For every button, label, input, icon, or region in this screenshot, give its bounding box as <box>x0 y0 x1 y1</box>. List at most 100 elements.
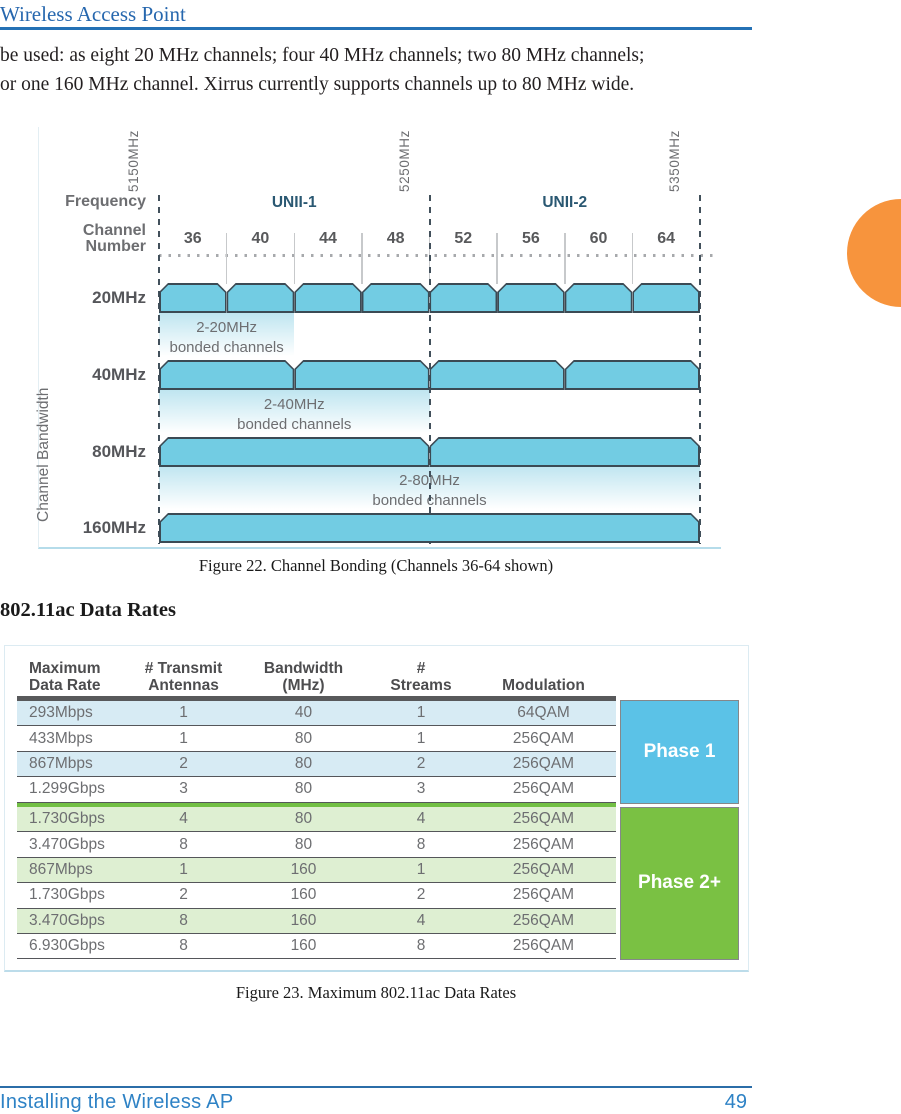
table-row: 867Mbps 2 80 2 256QAM <box>17 751 616 778</box>
channel-axis-dotted-line <box>159 254 715 257</box>
channel-number: 64 <box>657 230 676 247</box>
channel-block <box>159 360 294 390</box>
bonded-channels-area: 2-20MHz bonded channels <box>159 313 295 360</box>
page-edge-tab <box>847 199 901 307</box>
table-cell: 80 <box>294 780 313 798</box>
channel-block-fill <box>296 285 360 312</box>
channel-bandwidth-axis-label: Channel Bandwidth <box>35 387 52 522</box>
table-cell: 256QAM <box>512 835 575 853</box>
footer-section-title: Installing the Wireless AP <box>0 1091 234 1113</box>
channel-block-fill <box>499 285 563 312</box>
unii-band-label: UNII-1 <box>271 194 317 211</box>
table-cell: 8 <box>179 937 188 955</box>
channel-block <box>565 283 633 313</box>
bandwidth-row-label: 40MHz <box>92 365 146 384</box>
column-header: Modulation <box>502 677 585 694</box>
table-cell: 1 <box>179 861 188 879</box>
table-cell: 8 <box>416 937 426 955</box>
footer-rule <box>0 1086 752 1088</box>
section-heading: 802.11ac Data Rates <box>0 599 176 621</box>
channel-number: 60 <box>589 230 608 247</box>
channel-block-fill <box>161 285 225 312</box>
channel-block-fill <box>566 362 698 389</box>
frequency-axis-label: Frequency <box>65 193 146 210</box>
channel-boundary-tick <box>631 233 634 284</box>
channel-block-fill <box>566 285 630 312</box>
table-cell: 256QAM <box>512 754 575 772</box>
bonded-channels-label: 2-40MHz bonded channels <box>237 396 352 433</box>
table-cell: 1.730Gbps <box>29 886 105 904</box>
table-cell: 2 <box>416 754 426 772</box>
channel-number-axis-label: Channel Number <box>82 222 146 255</box>
table-cell: 80 <box>294 810 313 828</box>
channel-block-fill <box>161 515 699 542</box>
channel-number: 52 <box>454 230 473 247</box>
table-cell: 6.930Gbps <box>29 937 105 955</box>
channel-block-fill <box>431 285 495 312</box>
channel-block <box>497 283 565 313</box>
table-cell: 2 <box>179 886 188 904</box>
column-header: # Streams <box>390 660 452 694</box>
table-cell: 1 <box>179 729 188 747</box>
intro-paragraph: be used: as eight 20 MHz channels; four … <box>0 45 645 95</box>
channel-block-fill <box>228 285 292 312</box>
table-cell: 256QAM <box>512 780 575 798</box>
unii-band-label: UNII-2 <box>542 194 588 211</box>
table-cell: 2 <box>416 886 426 904</box>
table-cell: 293Mbps <box>29 704 93 722</box>
table-cell: 3.470Gbps <box>29 911 105 929</box>
channel-block <box>362 283 430 313</box>
table-cell: 80 <box>294 754 313 772</box>
channel-block <box>159 283 227 313</box>
figure23-caption: Figure 23. Maximum 802.11ac Data Rates <box>235 983 517 1002</box>
table-cell: 8 <box>179 835 188 853</box>
table-cell: 1.299Gbps <box>29 780 105 798</box>
channel-block-fill <box>634 285 698 312</box>
channel-number: 48 <box>386 230 405 247</box>
channel-block <box>227 283 295 313</box>
channel-block <box>294 360 429 390</box>
table-cell: 867Mbps <box>29 754 93 772</box>
table-cell: 80 <box>294 835 313 853</box>
table-cell: 433Mbps <box>29 729 93 747</box>
frequency-tick-label: 5250MHz <box>396 130 412 192</box>
table-cell: 1 <box>179 704 188 722</box>
bandwidth-row-label: 160MHz <box>82 518 146 537</box>
channel-block-fill <box>161 362 293 389</box>
figure-bottom-border <box>39 547 721 549</box>
frequency-tick-label: 5350MHz <box>667 130 682 192</box>
table-cell: 256QAM <box>512 861 575 879</box>
phase-divider <box>17 802 616 808</box>
table-cell: 3.470Gbps <box>29 835 105 853</box>
table-cell: 1 <box>416 729 426 747</box>
channel-block-fill <box>363 285 427 312</box>
title-rule <box>0 27 752 30</box>
table-cell: 2 <box>179 754 188 772</box>
channel-block-fill <box>431 362 563 389</box>
column-header: # Transmit Antennas <box>144 660 223 694</box>
phase-box: Phase 2+ <box>620 806 739 960</box>
frequency-boundary-dashed-line <box>699 195 701 544</box>
channel-bonding-diagram: 2-20MHz bonded channels 2-40MHz bonded ch… <box>35 127 721 549</box>
table-cell: 4 <box>416 810 426 828</box>
channel-boundary-tick <box>496 233 498 284</box>
table-header-separator <box>17 696 616 701</box>
figure22-caption: Figure 22. Channel Bonding (Channels 36-… <box>198 556 554 575</box>
column-header: Bandwidth (MHz) <box>263 660 344 694</box>
channel-number: 44 <box>319 230 337 247</box>
table-cell: 64QAM <box>517 704 570 722</box>
channel-boundary-tick <box>564 233 566 284</box>
table-cell: 40 <box>294 704 313 722</box>
channel-boundary-tick <box>361 233 363 284</box>
table-cell: 80 <box>294 729 313 747</box>
table-cell: 256QAM <box>512 886 575 904</box>
